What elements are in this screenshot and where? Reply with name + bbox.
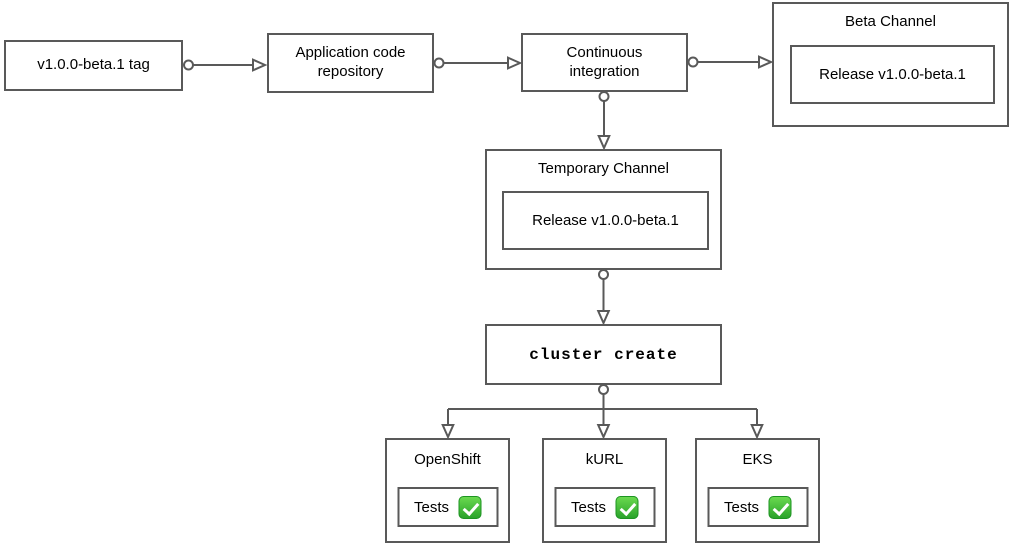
version-tag-label: v1.0.0-beta.1 tag [37, 56, 150, 74]
node-version-tag: v1.0.0-beta.1 tag [4, 40, 183, 91]
beta-channel-title: Beta Channel [845, 13, 936, 30]
beta-channel-release-box: Release v1.0.0-beta.1 [790, 45, 995, 104]
eks-tests-box: Tests [707, 487, 808, 527]
check-icon [768, 495, 791, 519]
node-temporary-channel: Temporary Channel Release v1.0.0-beta.1 [485, 149, 722, 270]
ci-label: Continuous integration [566, 43, 643, 80]
beta-release-label: Release v1.0.0-beta.1 [819, 66, 966, 83]
connector-cluster-create-to-suites [441, 384, 764, 440]
node-cluster-create: cluster create [485, 324, 722, 385]
cluster-create-label: cluster create [529, 345, 678, 364]
openshift-tests-box: Tests [397, 487, 498, 527]
node-beta-channel: Beta Channel Release v1.0.0-beta.1 [772, 2, 1009, 127]
kurl-title: kURL [585, 451, 624, 468]
temporary-channel-release-box: Release v1.0.0-beta.1 [502, 191, 709, 250]
eks-tests-label: Tests [723, 498, 759, 516]
eks-title: EKS [742, 451, 773, 468]
node-continuous-integration: Continuous integration [521, 33, 688, 92]
connector-ci-to-beta-channel [687, 55, 774, 69]
node-openshift: OpenShift Tests [385, 438, 510, 543]
openshift-tests-label: Tests [413, 498, 449, 516]
kurl-tests-label: Tests [570, 498, 606, 516]
node-eks: EKS Tests [695, 438, 820, 543]
node-kurl: kURL Tests [542, 438, 667, 543]
check-icon [615, 495, 638, 519]
connector-temporary-channel-to-cluster-create [596, 269, 611, 326]
connector-tag-to-repo [183, 58, 268, 72]
connector-repo-to-ci [433, 56, 523, 70]
openshift-title: OpenShift [414, 451, 481, 468]
check-icon [458, 495, 481, 519]
repository-label: Application code repository [295, 44, 406, 80]
kurl-tests-box: Tests [554, 487, 655, 527]
node-application-code-repository: Application code repository [267, 33, 434, 93]
connector-ci-to-temporary-channel [597, 91, 611, 151]
temporary-release-label: Release v1.0.0-beta.1 [532, 212, 679, 229]
temporary-channel-title: Temporary Channel [538, 160, 669, 177]
